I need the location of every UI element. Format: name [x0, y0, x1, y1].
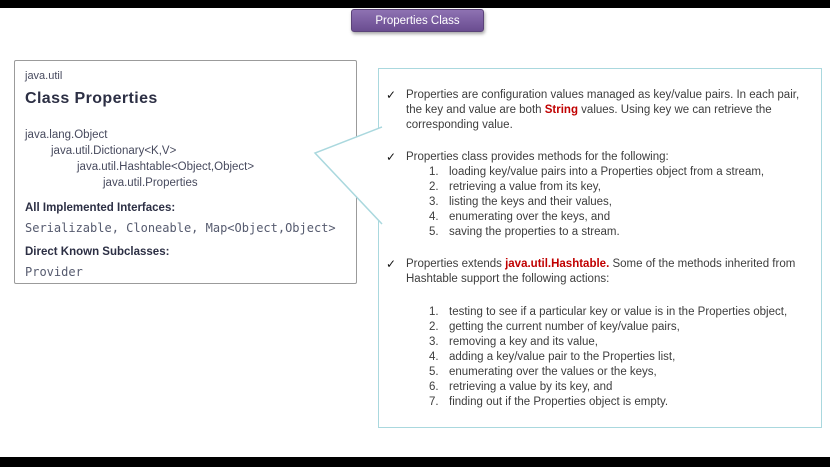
- hierarchy-line: java.util.Dictionary<K,V>: [51, 145, 177, 157]
- class-title: Class Properties: [25, 90, 158, 107]
- numbered-list: 1.loading key/value pairs into a Propert…: [406, 165, 809, 240]
- hierarchy-line: java.lang.Object: [25, 129, 108, 141]
- title-banner: Properties Class: [351, 9, 484, 32]
- numbered-item: 7.finding out if the Properties object i…: [429, 396, 669, 408]
- numbered-item: 2.retrieving a value from its key,: [429, 181, 601, 193]
- numbered-item: 1.testing to see if a particular key or …: [429, 306, 788, 318]
- hierarchy-line: java.util.Hashtable<Object,Object>: [77, 161, 255, 173]
- bullet: ✓ Properties are configuration values man…: [386, 88, 809, 133]
- package-name: java.util: [25, 70, 63, 82]
- numbered-item: 3.listing the keys and their values,: [429, 196, 613, 208]
- numbered-item: 4.enumerating over the keys, and: [429, 211, 611, 223]
- subclasses-label: Direct Known Subclasses:: [25, 246, 170, 258]
- numbered-item: 1.loading key/value pairs into a Propert…: [429, 166, 765, 178]
- checkmark-icon: ✓: [386, 88, 397, 102]
- bullet-list: ✓ Properties are configuration values man…: [386, 88, 809, 410]
- numbered-item: 5.saving the properties to a stream.: [429, 226, 620, 238]
- callout-bubble: ✓ Properties are configuration values man…: [378, 68, 822, 428]
- letterbox-bottom: [0, 457, 830, 467]
- callout-pointer: [313, 126, 383, 225]
- numbered-item: 6.retrieving a value by its key, and: [429, 381, 613, 393]
- numbered-item: 5.enumerating over the values or the key…: [429, 366, 657, 378]
- hierarchy-line: java.util.Properties: [103, 177, 198, 189]
- checkmark-icon: ✓: [386, 257, 397, 271]
- numbered-item: 4.adding a key/value pair to the Propert…: [429, 351, 676, 363]
- title-banner-label: Properties Class: [375, 14, 460, 27]
- interfaces-value: Serializable, Cloneable, Map<Object,Obje…: [25, 221, 336, 235]
- letterbox-top: [0, 0, 830, 8]
- numbered-list: 1.testing to see if a particular key or …: [406, 305, 809, 410]
- numbered-item: 2.getting the current number of key/valu…: [429, 321, 680, 333]
- bullet-text: Properties class provides methods for th…: [406, 150, 809, 240]
- interfaces-label: All Implemented Interfaces:: [25, 202, 176, 214]
- bullet-text: Properties extends java.util.Hashtable. …: [406, 257, 809, 410]
- checkmark-icon: ✓: [386, 150, 397, 164]
- bullet-text: Properties are configuration values mana…: [406, 89, 800, 131]
- subclasses-value: Provider: [25, 265, 83, 279]
- numbered-item: 3.removing a key and its value,: [429, 336, 598, 348]
- javadoc-panel: java.util Class Properties java.lang.Obj…: [14, 60, 357, 284]
- bullet: ✓ Properties extends java.util.Hashtable.…: [386, 257, 809, 410]
- class-hierarchy: java.lang.Object java.util.Dictionary<K,V…: [25, 127, 348, 191]
- bullet: ✓ Properties class provides methods for t…: [386, 150, 809, 240]
